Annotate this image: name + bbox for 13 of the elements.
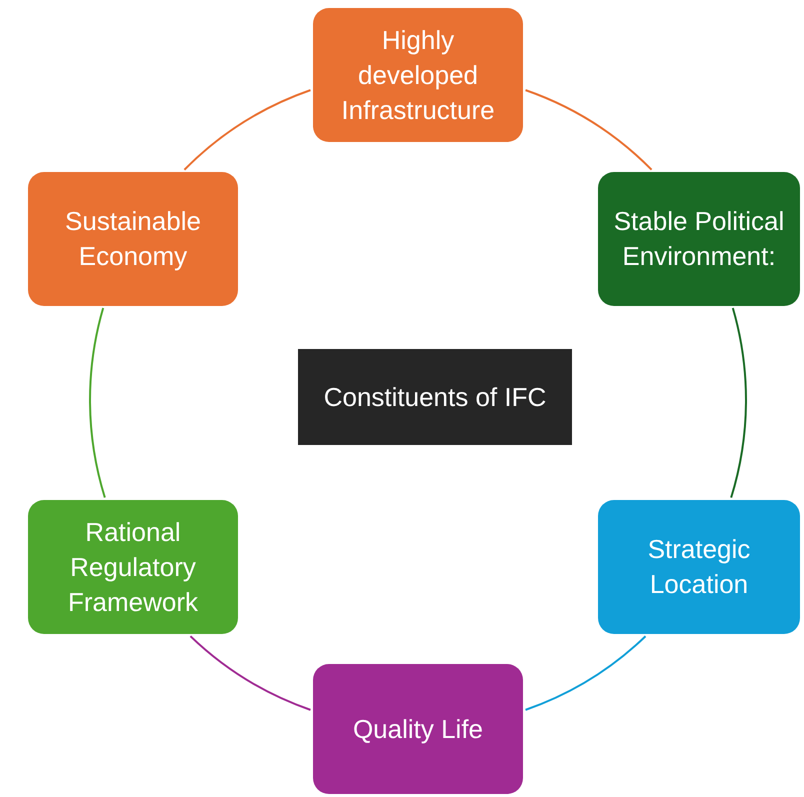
process-box: Strategic Location (598, 500, 800, 634)
process-box: Sustainable Economy (28, 172, 238, 306)
process-box: Stable Political Environment: (598, 172, 800, 306)
process-box: Highly developed Infrastructure (313, 8, 523, 142)
connector-arc (190, 635, 311, 711)
process-box: Quality Life (313, 664, 523, 794)
title-box: Constituents of IFC (298, 349, 572, 445)
connector-arc (525, 89, 652, 170)
connector-arc (89, 308, 106, 498)
connector-arc (525, 636, 646, 711)
connector-arc (184, 89, 311, 170)
connector-arc (730, 308, 747, 498)
process-box: Rational Regulatory Framework (28, 500, 238, 634)
